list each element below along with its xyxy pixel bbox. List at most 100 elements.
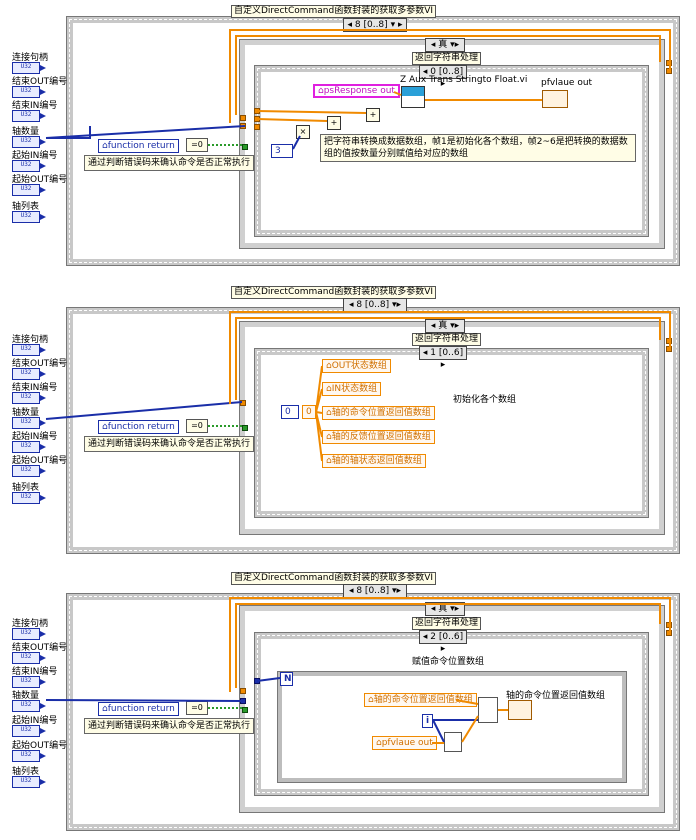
local-in-status[interactable]: ⌂IN状态数组 xyxy=(322,382,382,396)
index-array-icon[interactable] xyxy=(444,732,462,752)
compare-icon[interactable]: =0 xyxy=(186,701,208,715)
control-terminal[interactable]: U32 xyxy=(12,465,46,477)
local-pfvalue[interactable]: ⌂pfvlaue out xyxy=(372,736,437,750)
outer-title-1: 自定义DirectCommand函数封装的获取多参数VI xyxy=(231,5,437,18)
local-label: OUT状态数组 xyxy=(331,361,387,371)
outer-selector-value: 8 [0..8] xyxy=(356,586,390,596)
case-selector-2[interactable]: ◂ 真 ▾▸ xyxy=(425,319,465,333)
comment-note: 通过判断错误码来确认命令是否正常执行 xyxy=(84,155,255,171)
dropdown-icon[interactable]: ▾ xyxy=(390,20,396,30)
control-terminal[interactable]: U32 xyxy=(12,392,46,404)
local-axis-status[interactable]: ⌂轴的轴状态返回值数组 xyxy=(322,454,426,468)
case-selector-value: 真 xyxy=(438,321,448,331)
control-terminal[interactable]: U32 xyxy=(12,344,46,356)
increment-icon[interactable]: ▸ xyxy=(397,20,403,30)
inner-selector-2[interactable]: ◂ 1 [0..6] ▸ xyxy=(419,346,467,370)
control-terminal[interactable]: U32 xyxy=(12,676,46,688)
control-terminal[interactable]: U32 xyxy=(12,417,46,429)
control-terminal[interactable]: U32 xyxy=(12,441,46,453)
subvi-icon[interactable] xyxy=(401,86,425,108)
control-terminal[interactable]: U32 xyxy=(12,110,46,122)
add-icon[interactable]: + xyxy=(327,116,341,130)
tunnel xyxy=(254,108,260,114)
ps-response-label: psResponse out xyxy=(323,86,395,96)
local-out-status[interactable]: ⌂OUT状态数组 xyxy=(322,359,391,373)
control-terminal[interactable]: U32 xyxy=(12,211,46,223)
outer-selector-value: 8 [0..8] xyxy=(354,20,388,30)
inner-title-2: 返回字符串处理 xyxy=(412,333,482,346)
add-icon[interactable]: + xyxy=(366,108,380,122)
inner-title-3: 返回字符串处理 xyxy=(412,617,482,630)
inner-selector-3[interactable]: ◂ 2 [0..6] ▸ xyxy=(419,630,467,654)
control-label: 结束IN编号 xyxy=(12,101,58,111)
case-selector-3[interactable]: ◂ 真 ▾▸ xyxy=(425,602,465,616)
control-terminal[interactable]: U32 xyxy=(12,368,46,380)
control-terminal[interactable]: U32 xyxy=(12,776,46,788)
control-label: 起始IN编号 xyxy=(12,432,58,442)
control-terminal[interactable]: U32 xyxy=(12,160,46,172)
boolean-tunnel xyxy=(242,425,248,431)
description-note: 把字符串转换成数据数组，帧1是初始化各个数组，帧2~6是把转换的数据数组的值按数… xyxy=(320,134,636,162)
control-terminal[interactable]: U32 xyxy=(12,62,46,74)
const-0-array[interactable]: 0 xyxy=(302,405,316,419)
control-terminal[interactable]: U32 xyxy=(12,652,46,664)
control-terminal[interactable]: U32 xyxy=(12,750,46,762)
control-label: 结束IN编号 xyxy=(12,383,58,393)
indicator-label: pfvlaue out xyxy=(541,78,593,88)
control-terminal[interactable]: U32 xyxy=(12,725,46,737)
local-var-icon: ⌂ xyxy=(326,432,332,442)
control-label: 轴列表 xyxy=(12,202,40,212)
control-terminal[interactable]: U32 xyxy=(12,136,46,148)
decrement-icon[interactable]: ◂ xyxy=(347,20,353,30)
control-label: 起始IN编号 xyxy=(12,716,58,726)
array-indicator-icon[interactable] xyxy=(542,90,568,108)
control-terminal[interactable]: U32 xyxy=(12,492,46,504)
function-return-local[interactable]: ⌂function return xyxy=(98,139,179,153)
control-label: 结束OUT编号 xyxy=(12,643,68,653)
control-label: 起始OUT编号 xyxy=(12,175,68,185)
local-var-icon: ⌂ xyxy=(368,695,374,705)
outer-selector-value: 8 [0..8] xyxy=(356,300,390,310)
outer-title-2: 自定义DirectCommand函数封装的获取多参数VI xyxy=(231,286,437,299)
replace-subset-icon[interactable] xyxy=(478,697,498,723)
tunnel xyxy=(240,400,246,406)
loop-title: 赋值命令位置数组 xyxy=(412,657,485,667)
inner-selector-value: 2 [0..6] xyxy=(430,632,464,642)
control-terminal[interactable]: U32 xyxy=(12,628,46,640)
ps-response-local[interactable]: ⌂psResponse out xyxy=(313,84,400,98)
function-return-local[interactable]: ⌂function return xyxy=(98,420,179,434)
control-label: 起始OUT编号 xyxy=(12,456,68,466)
control-label: 轴列表 xyxy=(12,483,40,493)
control-label: 连接句柄 xyxy=(12,619,49,629)
case-selector-1[interactable]: ◂ 真 ▾▸ xyxy=(425,38,465,52)
compare-icon[interactable]: =0 xyxy=(186,419,208,433)
control-terminal[interactable]: U32 xyxy=(12,86,46,98)
tunnel xyxy=(666,60,672,66)
control-terminal[interactable]: U32 xyxy=(12,184,46,196)
tunnel xyxy=(240,115,246,121)
inner-sequence-2 xyxy=(254,348,649,518)
init-label: 初始化各个数组 xyxy=(453,395,517,405)
control-terminal[interactable]: U32 xyxy=(12,700,46,712)
outer-selector-1[interactable]: ◂ 8 [0..8] ▾ ▸ xyxy=(343,18,407,32)
multiply-icon[interactable]: × xyxy=(296,125,310,139)
function-return-local[interactable]: ⌂function return xyxy=(98,702,179,716)
array-local-write-icon[interactable] xyxy=(508,700,532,720)
local-var-icon: ⌂ xyxy=(326,408,332,418)
local-cmd-pos[interactable]: ⌂轴的命令位置返回值数组 xyxy=(364,693,477,707)
const-3[interactable]: 3 xyxy=(271,144,293,158)
tunnel xyxy=(240,688,246,694)
outer-selector-2[interactable]: ◂ 8 [0..8] ▾▸ xyxy=(343,298,407,312)
local-label: 轴的命令位置返回值数组 xyxy=(331,408,431,418)
local-fb-pos[interactable]: ⌂轴的反馈位置返回值数组 xyxy=(322,430,435,444)
const-0[interactable]: 0 xyxy=(281,405,299,419)
tunnel xyxy=(666,622,672,628)
tunnel xyxy=(240,123,246,129)
local-cmd-pos[interactable]: ⌂轴的命令位置返回值数组 xyxy=(322,406,435,420)
comment-note: 通过判断错误码来确认命令是否正常执行 xyxy=(84,718,255,734)
compare-icon[interactable]: =0 xyxy=(186,138,208,152)
control-label: 轴列表 xyxy=(12,767,40,777)
outer-selector-3[interactable]: ◂ 8 [0..8] ▾▸ xyxy=(343,584,407,598)
inner-selector-value: 1 [0..6] xyxy=(430,348,464,358)
local-label: 轴的反馈位置返回值数组 xyxy=(331,432,431,442)
